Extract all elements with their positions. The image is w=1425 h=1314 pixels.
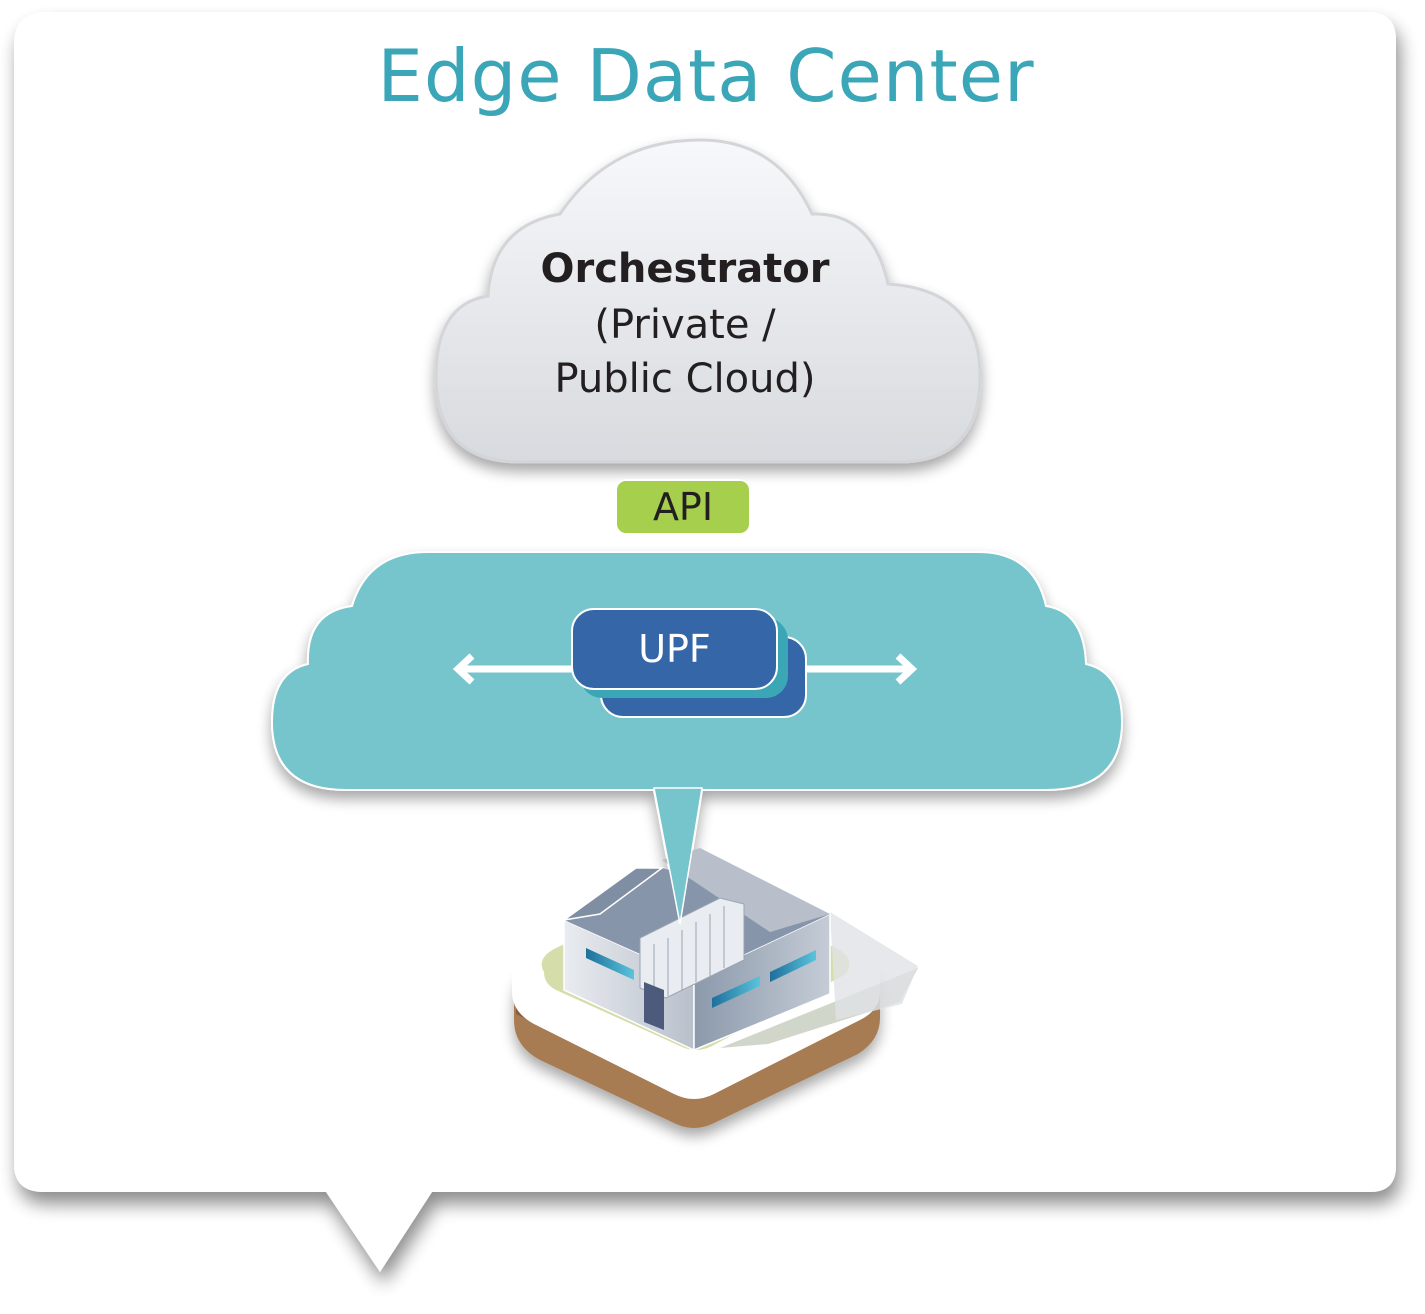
building-window [712,976,760,1008]
orchestrator-title: Orchestrator [540,246,830,292]
orchestrator-subtitle-line2: Public Cloud) [554,356,816,402]
arrow-right-icon [800,653,918,685]
upf-label: UPF [638,627,711,671]
page-title: Edge Data Center [377,34,1035,118]
building-door [644,982,664,1030]
data-center-building-icon [512,848,918,1128]
upf-box-stack [571,608,807,718]
orchestrator-subtitle-line1: (Private / [594,302,776,348]
api-badge: API [616,480,750,534]
arrow-left-icon [452,653,576,685]
building-window [586,948,634,980]
cloud-icon [270,551,1124,927]
cloud-icon [434,138,982,464]
edge-cloud [270,551,1124,927]
upf-box-front [571,608,778,690]
building-window [770,950,816,982]
edge-cloud-pointer [653,787,703,925]
server-racks [639,897,745,999]
orchestrator-cloud [434,138,982,464]
